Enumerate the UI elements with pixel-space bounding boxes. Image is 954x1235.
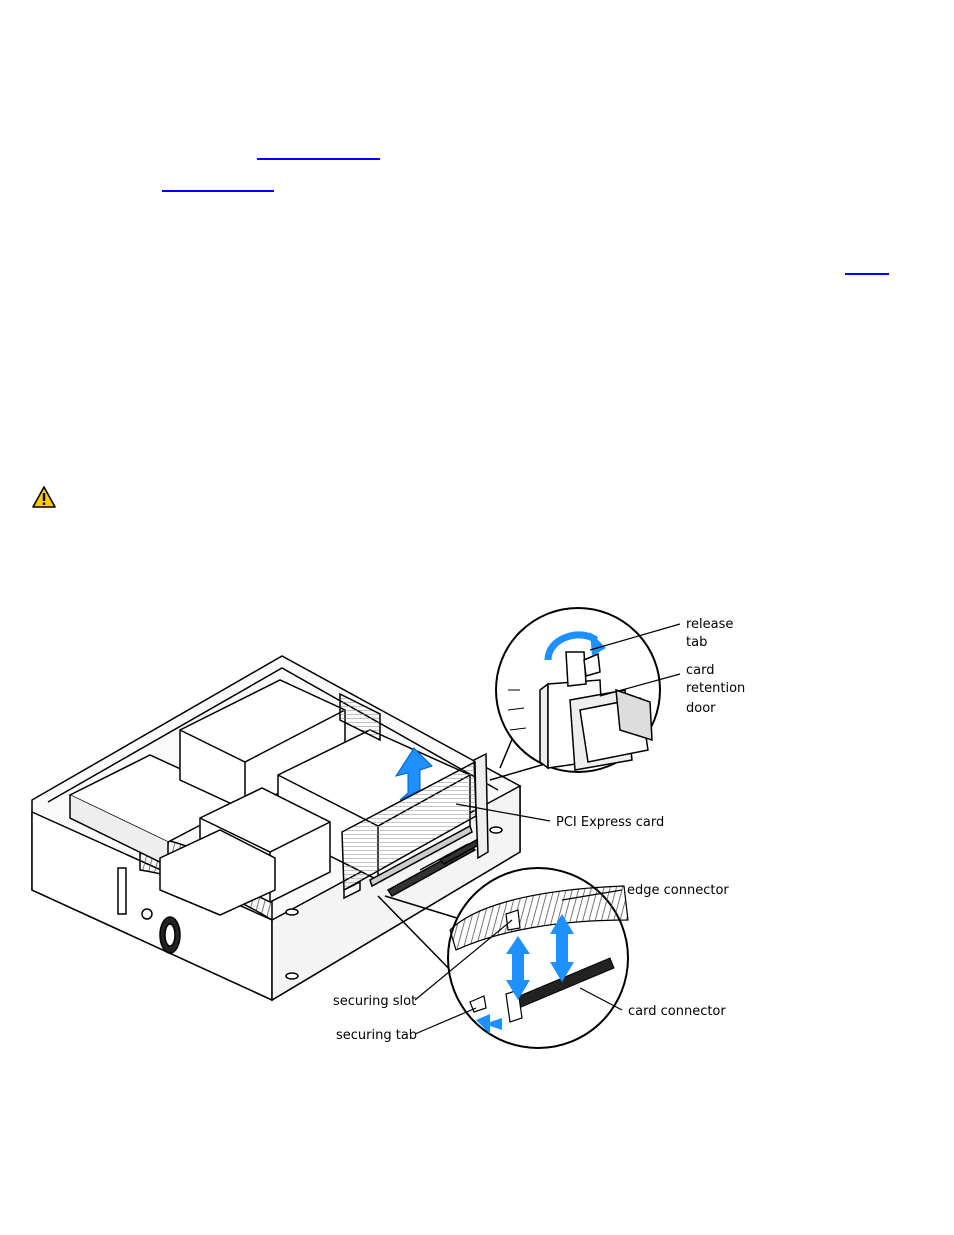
pci-express-card	[341, 760, 477, 900]
callout-securing-tab: securing tab	[336, 1028, 417, 1043]
callout-edge-connector: edge connector	[627, 883, 729, 898]
callout-release-tab-line2: tab	[686, 635, 707, 650]
pci-express-card-removal-illustration: release tab card retention door PCI Expr…	[31, 607, 749, 1049]
callout-release-tab: release tab	[686, 617, 738, 650]
callout-leader-lines	[414, 623, 681, 1035]
link-underline-2[interactable]	[162, 190, 274, 192]
callout-card-retention-door-line3: door	[686, 701, 716, 716]
release-tab-detail-view	[489, 607, 661, 781]
callout-securing-slot: securing slot	[333, 994, 416, 1009]
callout-release-tab-line1: release	[686, 617, 733, 632]
link-underline-1[interactable]	[257, 158, 380, 160]
callout-card-connector: card connector	[628, 1004, 726, 1019]
caution-triangle-icon	[32, 486, 56, 508]
callout-pci-express-card: PCI Express card	[556, 815, 664, 830]
callout-card-retention-door: card retention door	[686, 663, 749, 716]
link-underline-3[interactable]	[845, 273, 889, 275]
callout-card-retention-door-line2: retention	[686, 681, 745, 696]
callout-card-retention-door-line1: card	[686, 663, 714, 678]
lift-arrow	[394, 747, 433, 801]
